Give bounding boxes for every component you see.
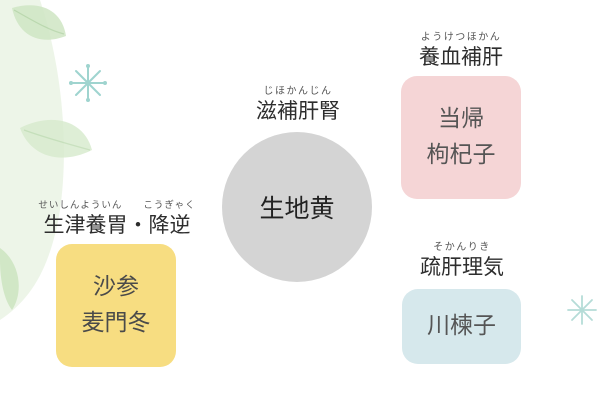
leaf-icon [12, 5, 66, 40]
leaf-icon [0, 248, 19, 310]
label-tonify-liver-kidney: じほかんじん 滋補肝腎 [238, 86, 358, 124]
herb-box-pink: 当帰 枸杞子 [401, 76, 521, 199]
herb-box-blue: 川楝子 [402, 289, 521, 364]
leaf-icon [20, 119, 92, 158]
herb-name: 麦門冬 [81, 309, 151, 336]
herb-name: 川楝子 [427, 312, 496, 339]
label-fluids-stomach-descend: せいしんよういん こうぎゃく 生津養胃・降逆 [14, 200, 220, 238]
sparkle-icon [567, 295, 597, 325]
sparkle-icon [69, 64, 107, 102]
furigana: そかんりき [433, 242, 491, 253]
watercolor-wash [0, 0, 64, 320]
herb-box-yellow: 沙参 麦門冬 [56, 244, 176, 367]
label-text: 養血補肝 [419, 45, 503, 69]
furigana: せいしんよういん こうぎゃく [38, 200, 196, 211]
herb-name: 沙参 [93, 273, 139, 300]
herb-name: 当帰 [438, 105, 484, 132]
label-text: 疏肝理気 [420, 255, 504, 279]
herb-name: 枸杞子 [426, 141, 496, 168]
label-soothe-liver-qi: そかんりき 疏肝理気 [402, 242, 522, 280]
center-circle: 生地黄 [222, 132, 372, 282]
label-text: 滋補肝腎 [256, 99, 340, 123]
label-text: 生津養胃・降逆 [43, 213, 191, 237]
furigana: じほかんじん [263, 86, 333, 97]
center-label: 生地黄 [259, 194, 335, 223]
label-nourish-blood-liver: ようけつほかん 養血補肝 [398, 32, 524, 70]
furigana: ようけつほかん [420, 32, 502, 43]
